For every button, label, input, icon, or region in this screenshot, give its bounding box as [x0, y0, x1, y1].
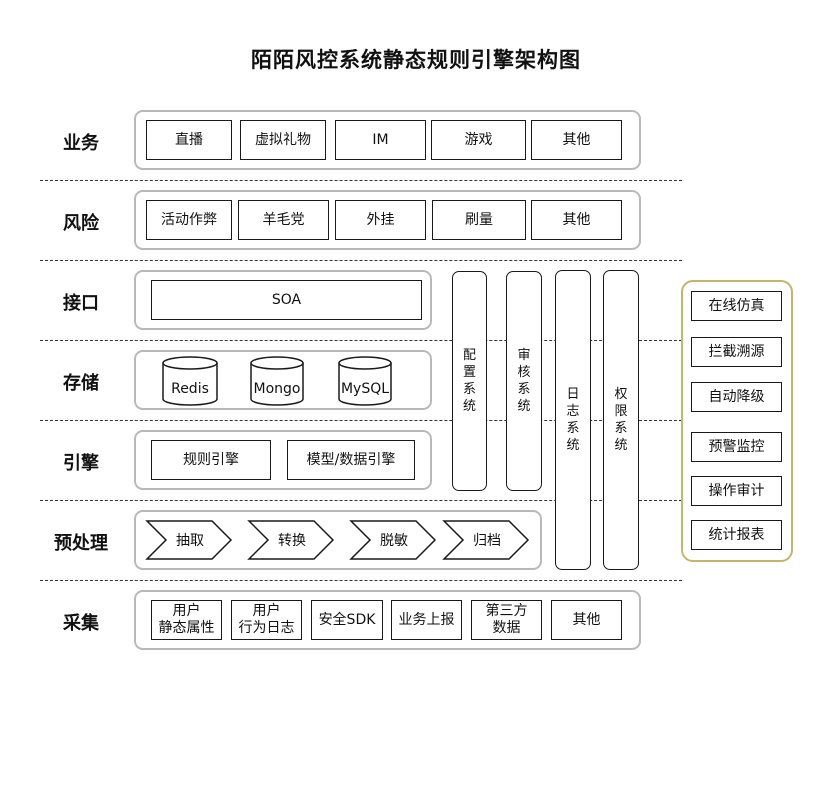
- layer-divider: [40, 420, 682, 421]
- database-icon: [250, 356, 304, 406]
- chevron-arrow-icon: [247, 520, 335, 560]
- collect-item: 第三方 数据: [471, 600, 542, 640]
- config-system-label: 配置系统: [462, 348, 476, 414]
- soa-box: SOA: [151, 280, 422, 320]
- database-icon: [338, 356, 392, 406]
- preprocess-step-label: 脱敏: [380, 533, 408, 549]
- risk-item: 活动作弊: [146, 200, 232, 240]
- side-tool-item: 操作审计: [691, 476, 782, 506]
- layer-label-engine: 引擎: [63, 453, 99, 474]
- audit-system-box: 审核系统: [506, 271, 542, 491]
- side-tool-item: 在线仿真: [691, 291, 782, 321]
- collect-item: 其他: [551, 600, 622, 640]
- permission-system-label: 权限系统: [614, 387, 628, 453]
- preprocess-step-label: 归档: [473, 533, 501, 549]
- chevron-arrow-icon: [349, 520, 437, 560]
- risk-item: 外挂: [335, 200, 426, 240]
- layer-label-interface: 接口: [63, 293, 99, 314]
- business-item: 其他: [531, 120, 622, 160]
- risk-item: 其他: [531, 200, 622, 240]
- business-item: IM: [335, 120, 426, 160]
- layer-label-preprocess: 预处理: [54, 533, 108, 554]
- business-item: 游戏: [431, 120, 526, 160]
- audit-system-label: 审核系统: [517, 348, 531, 414]
- model-data-engine-box: 模型/数据引擎: [287, 440, 415, 480]
- diagram-title: 陌陌风控系统静态规则引擎架构图: [251, 48, 581, 72]
- database-icon: [162, 356, 218, 406]
- layer-divider: [40, 260, 682, 261]
- log-system-box: 日志系统: [555, 270, 591, 570]
- rule-engine-box: 规则引擎: [151, 440, 271, 480]
- layer-divider: [40, 500, 682, 501]
- layer-divider: [40, 580, 682, 581]
- side-tools-group: [681, 280, 793, 562]
- collect-item: 业务上报: [391, 600, 462, 640]
- layer-label-collect: 采集: [63, 613, 99, 634]
- business-item: 直播: [146, 120, 232, 160]
- collect-item: 安全SDK: [311, 600, 383, 640]
- side-tool-item: 拦截溯源: [691, 337, 782, 367]
- storage-mongo-label: Mongo: [253, 381, 301, 397]
- side-tool-item: 预警监控: [691, 432, 782, 462]
- layer-label-storage: 存储: [63, 373, 99, 394]
- layer-label-risk: 风险: [63, 213, 99, 234]
- collect-item: 用户 行为日志: [231, 600, 302, 640]
- risk-item: 羊毛党: [238, 200, 329, 240]
- preprocess-step-label: 抽取: [176, 533, 204, 549]
- layer-label-business: 业务: [63, 133, 99, 154]
- side-tool-item: 自动降级: [691, 382, 782, 412]
- side-tool-item: 统计报表: [691, 520, 782, 550]
- layer-divider: [40, 340, 682, 341]
- storage-mysql-label: MySQL: [340, 381, 390, 397]
- chevron-arrow-icon: [442, 520, 530, 560]
- collect-item: 用户 静态属性: [151, 600, 222, 640]
- config-system-box: 配置系统: [452, 271, 487, 491]
- business-item: 虚拟礼物: [240, 120, 326, 160]
- chevron-arrow-icon: [145, 520, 233, 560]
- permission-system-box: 权限系统: [603, 270, 639, 570]
- risk-item: 刷量: [432, 200, 526, 240]
- log-system-label: 日志系统: [566, 387, 580, 453]
- storage-redis-label: Redis: [171, 381, 209, 397]
- preprocess-step-label: 转换: [278, 533, 306, 549]
- layer-divider: [40, 180, 682, 181]
